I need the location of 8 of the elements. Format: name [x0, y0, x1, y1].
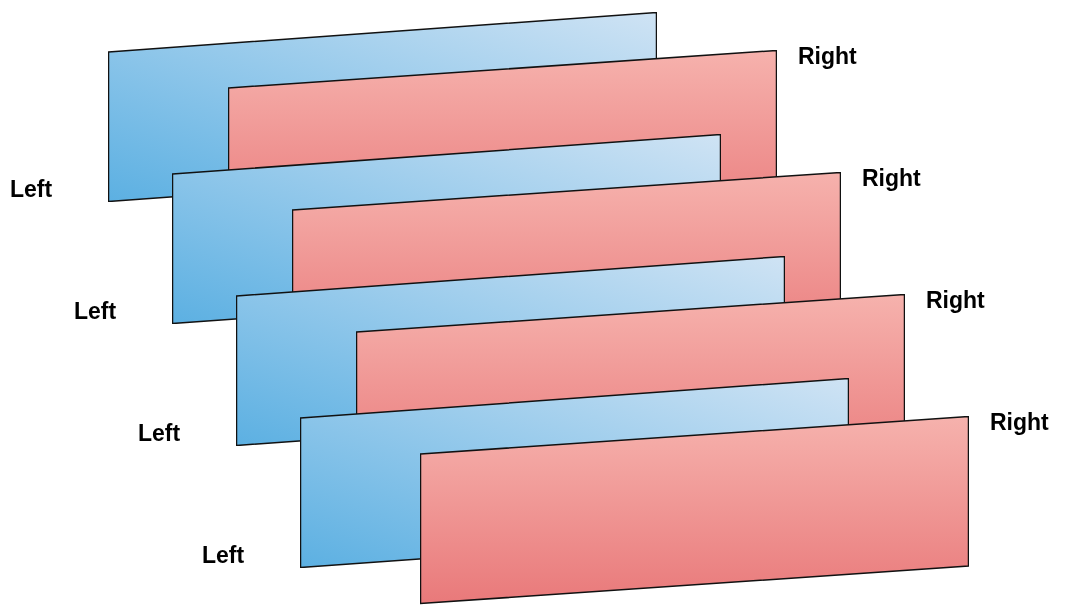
- side-label: Left: [138, 422, 181, 445]
- side-label: Right: [926, 289, 985, 312]
- side-label: Left: [10, 178, 53, 201]
- side-label: Right: [798, 45, 857, 68]
- side-label: Right: [862, 167, 921, 190]
- side-label: Left: [74, 300, 117, 323]
- side-label: Right: [990, 411, 1049, 434]
- side-label: Left: [202, 544, 245, 567]
